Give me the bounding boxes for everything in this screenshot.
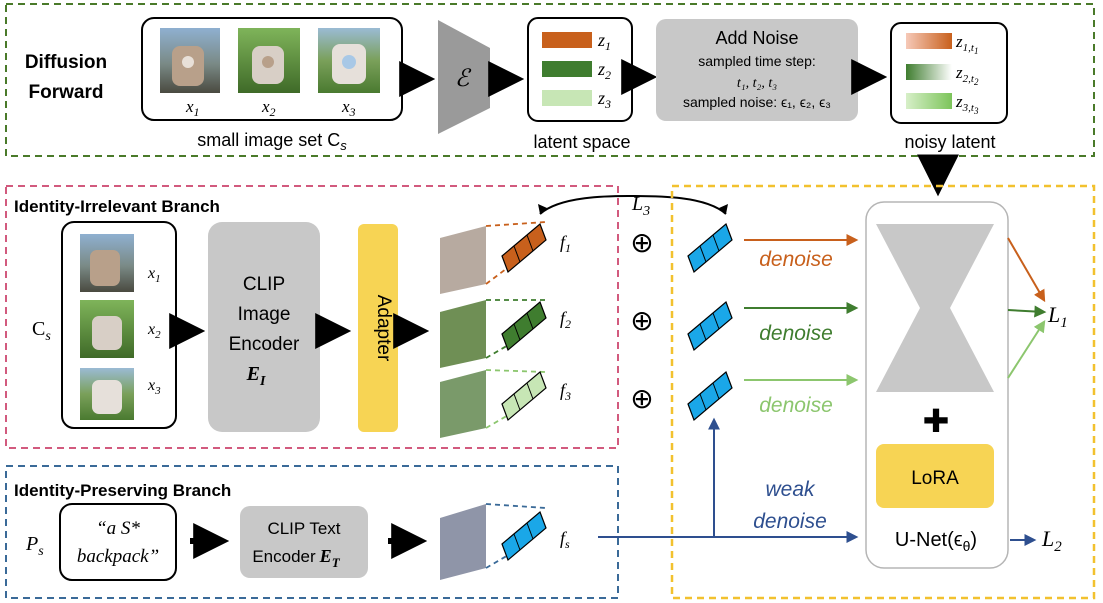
- loss1-label: L1: [1047, 302, 1068, 331]
- add-noise-line2: t₁, t₂, t₃: [737, 76, 777, 91]
- photo-1: [160, 28, 220, 93]
- latent-bar-2: [542, 61, 592, 77]
- loss2-label: L2: [1041, 526, 1062, 555]
- loss1-arrow-orange: [1007, 237, 1046, 303]
- ps-label: Ps: [25, 533, 44, 559]
- unet-frame: [670, 184, 1096, 600]
- denoise-label-1: denoise: [759, 248, 833, 271]
- cs-label: Cs: [32, 318, 51, 344]
- clip-image-line3: Encoder: [229, 334, 300, 355]
- adapter-box: [358, 224, 398, 432]
- unet-hourglass: [876, 224, 994, 392]
- diffusion-title-line2: Forward: [29, 82, 104, 103]
- clip-image-symbol: EI: [246, 363, 266, 389]
- loss3-arrowhead-left: [538, 204, 547, 214]
- noisy-label-3: z3,t3: [955, 92, 979, 116]
- clip-text-line1: CLIP Text: [267, 519, 340, 538]
- loss3-arrowhead-right: [719, 204, 728, 214]
- image-label-x2: x2: [261, 97, 276, 119]
- clip-image-line2: Image: [238, 304, 291, 325]
- feature-label-f1: f1: [560, 232, 571, 255]
- noisy-bar-2: [906, 64, 952, 80]
- latent-label-z2: z2: [597, 59, 611, 82]
- prompt-line2: backpack”: [77, 546, 159, 567]
- irrelevant-frame: [5, 185, 619, 449]
- irrelevant-label-x2: x2: [147, 321, 161, 341]
- weak-label: weak: [765, 478, 816, 501]
- photo-2: [238, 28, 300, 93]
- noisy-label-2: z2,t2: [955, 63, 979, 87]
- clip-image-encoder-box: [208, 222, 320, 432]
- add-noise-title: Add Noise: [715, 28, 798, 48]
- latent-label-z3: z3: [597, 88, 611, 111]
- clip-text-encoder-box: [240, 506, 368, 578]
- blue-feature-1: [687, 222, 733, 274]
- image-label-x1: x1: [185, 97, 200, 119]
- preserving-frame: [5, 465, 619, 599]
- loss3-arc: [539, 194, 727, 215]
- feature-label-f2: f2: [560, 308, 571, 331]
- noisy-label-1: z1,t1: [955, 32, 978, 56]
- weak-denoise-label: denoise: [753, 510, 827, 533]
- noisy-bar-1: [906, 33, 952, 49]
- loss1-arrow-lgreen: [1007, 319, 1046, 379]
- noisy-bar-3: [906, 93, 952, 109]
- latent-space-caption: latent space: [533, 132, 630, 152]
- latent-bar-3: [542, 90, 592, 106]
- plus-icon-2: ⊕: [630, 305, 653, 336]
- image-set-caption: small image set Cs: [197, 130, 347, 153]
- prompt-box: [59, 503, 177, 581]
- preserving-title: Identity-Preserving Branch: [14, 481, 231, 500]
- feature-label-f3: f3: [560, 380, 571, 403]
- image-label-x3: x3: [341, 97, 356, 119]
- irrelevant-photo-2: [80, 300, 134, 358]
- irrelevant-label-x3: x3: [147, 377, 161, 397]
- adapter-label: Adapter: [373, 295, 394, 362]
- feature-f1: [440, 221, 547, 294]
- irrelevant-label-x1: x1: [147, 265, 161, 285]
- feature-f2: [440, 299, 547, 368]
- blue-feature-3: [687, 370, 733, 422]
- feature-f3: [440, 369, 547, 438]
- diffusion-forward-frame: [5, 3, 1095, 157]
- add-noise-box: [656, 19, 858, 121]
- loss3-label: L3: [631, 193, 650, 219]
- latent-label-z1: z1: [597, 30, 611, 53]
- identity-preserving-section: Identity-Preserving Branch Ps “a S* back…: [5, 465, 619, 599]
- plus-icon-lora: ✚: [923, 403, 950, 439]
- denoise-label-2: denoise: [759, 322, 833, 345]
- loss1-arrow-dgreen: [1007, 305, 1047, 318]
- unet-label: U-Net(ϵθ): [895, 529, 977, 554]
- lora-box: [876, 444, 994, 508]
- feature-label-fs: fs: [560, 528, 570, 551]
- latent-bar-1: [542, 32, 592, 48]
- feature-fs: [440, 503, 547, 580]
- plus-icon-1: ⊕: [630, 227, 653, 258]
- plus-icon-3: ⊕: [630, 383, 653, 414]
- irrelevant-title: Identity-Irrelevant Branch: [14, 197, 220, 216]
- blue-feature-2: [687, 300, 733, 352]
- add-noise-line3: sampled noise: ϵ₁, ϵ₂, ϵ₃: [683, 94, 831, 110]
- irrelevant-photo-1: [80, 234, 134, 292]
- prompt-line1: “a S*: [96, 518, 140, 539]
- lora-label: LoRA: [911, 468, 959, 489]
- add-noise-line1: sampled time step:: [698, 53, 816, 69]
- vae-encoder-shape: [438, 20, 490, 134]
- photo-3: [318, 28, 380, 93]
- diffusion-title-line1: Diffusion: [25, 52, 107, 73]
- diffusion-forward-section: Diffusion Forward x1 x2 x3 small image s…: [5, 3, 1095, 157]
- identity-irrelevant-section: Identity-Irrelevant Branch Cs x1 x2 x3 C…: [5, 185, 728, 449]
- irrelevant-photo-3: [80, 368, 134, 420]
- clip-image-line1: CLIP: [243, 274, 285, 295]
- denoise-label-3: denoise: [759, 394, 833, 417]
- encoder-symbol: ℰ: [455, 66, 472, 92]
- noisy-latent-caption: noisy latent: [904, 132, 995, 152]
